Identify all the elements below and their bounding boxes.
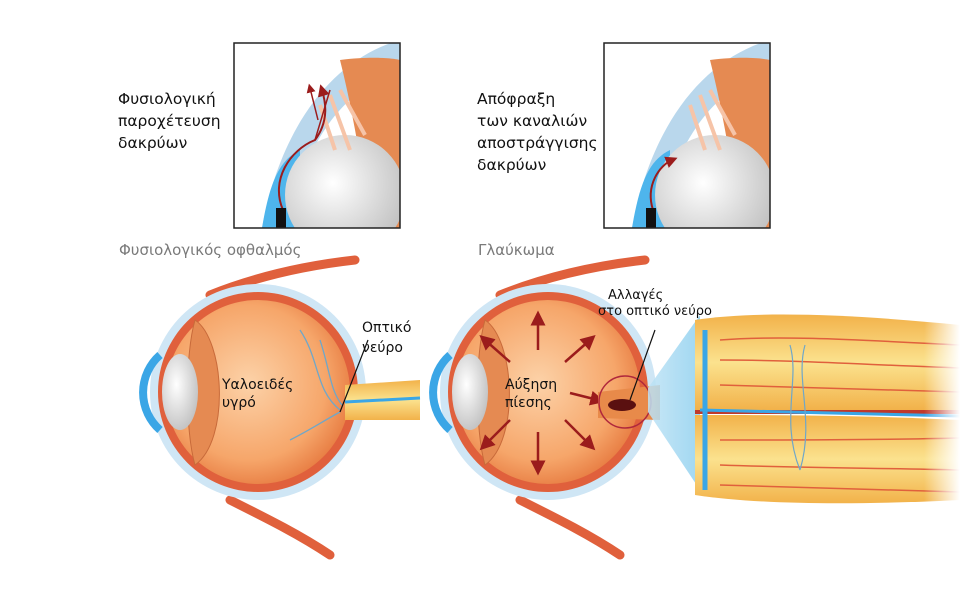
pressure-arrows [479, 310, 606, 476]
pressure-label: Αύξηση πίεσης [505, 376, 557, 412]
nerve-changes-label: Αλλαγές στο οπτικό νεύρο [598, 288, 712, 320]
inset-normal-caption: Φυσιολογική παροχέτευση δακρύων [118, 88, 221, 154]
caption-line: παροχέτευση [118, 112, 221, 130]
magnified-optic-nerve [648, 300, 960, 520]
label-line: Αλλαγές [608, 288, 664, 303]
label-line: πίεσης [505, 395, 552, 411]
inset-blocked-caption: Απόφραξη των καναλιών αποστράγγισης δακρ… [477, 88, 598, 176]
inset-normal-drainage [233, 42, 401, 229]
caption-line: Απόφραξη [477, 90, 556, 108]
label-line: Υαλοειδές [222, 377, 294, 393]
optic-nerve-label: Οπτικό νεύρο [362, 318, 411, 358]
caption-line: αποστράγγισης [477, 134, 598, 152]
vitreous-label: Υαλοειδές υγρό [222, 376, 293, 412]
caption-line: των καναλιών [477, 112, 588, 130]
label-line: νεύρο [362, 340, 403, 356]
normal-eye-title: Φυσιολογικός οφθαλμός [119, 241, 302, 259]
label-line: Αύξηση [505, 377, 558, 393]
label-line: Οπτικό [362, 320, 412, 336]
caption-line: Φυσιολογική [118, 90, 216, 108]
normal-eye [139, 255, 421, 560]
glaucoma-title: Γλαύκωμα [478, 241, 555, 259]
caption-line: δακρύων [477, 156, 547, 174]
label-line: στο οπτικό νεύρο [598, 304, 712, 319]
label-line: υγρό [222, 395, 256, 411]
inset-blocked-drainage [603, 42, 771, 229]
glaucoma-eye [429, 255, 660, 560]
caption-line: δακρύων [118, 134, 188, 152]
